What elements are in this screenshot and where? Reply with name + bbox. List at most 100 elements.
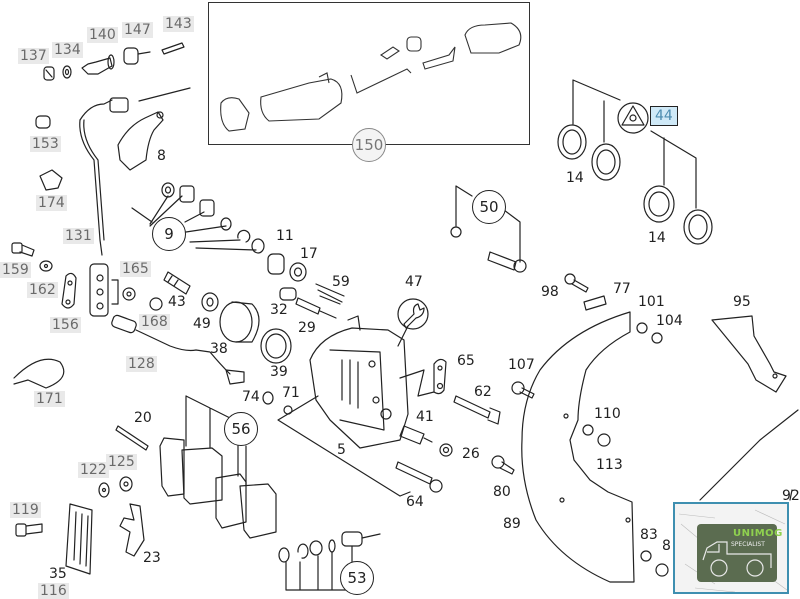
part-label-38[interactable]: 38 [210,341,228,357]
part-label-153[interactable]: 153 [30,136,61,152]
bracket-95 [711,315,787,393]
bolt-set-50 [450,185,527,273]
part-label-62[interactable]: 62 [474,384,492,400]
part-label-43[interactable]: 43 [168,294,186,310]
bracket-8 [117,111,164,171]
part-label-89[interactable]: 89 [503,516,521,532]
part-label-171[interactable]: 171 [34,391,65,407]
part-label-17[interactable]: 17 [300,246,318,262]
part-label-113[interactable]: 113 [596,457,623,473]
dust-cap-44 [617,102,649,134]
part-label-8-right[interactable]: 8 [662,538,671,554]
unimog-badge: UNIMOG SPECIALIST [697,524,782,582]
part-label-128[interactable]: 128 [126,356,157,372]
callout-circle-150[interactable]: 150 [352,128,386,162]
plate-156 [61,272,77,309]
part-label-20[interactable]: 20 [134,410,152,426]
part-label-159[interactable]: 159 [0,262,31,278]
part-label-83[interactable]: 83 [640,527,658,543]
part-label-143[interactable]: 143 [163,16,194,32]
spring-32 [279,287,297,301]
washer-162 [39,260,53,272]
part-label-119[interactable]: 119 [10,502,41,518]
part-label-110[interactable]: 110 [594,406,621,422]
washer-74-71 [262,391,293,415]
pin-20 [115,425,149,451]
bleed-43 [163,271,191,295]
part-label-80[interactable]: 80 [493,484,511,500]
bolt-62 [453,395,501,425]
part-label-174[interactable]: 174 [36,195,67,211]
bolt-107 [511,381,535,399]
part-label-44-highlighted[interactable]: 44 [650,106,678,126]
wrench-symbol-47 [397,298,429,347]
part-label-23[interactable]: 23 [143,550,161,566]
clip-174 [39,169,63,191]
part-label-147[interactable]: 147 [122,22,153,38]
pin-143 [161,42,185,55]
sleeve-153 [35,115,51,129]
part-label-165[interactable]: 165 [120,261,151,277]
splash-shield-89 [521,311,635,583]
part-label-39[interactable]: 39 [270,364,288,380]
part-label-64[interactable]: 64 [406,494,424,510]
connector-kit-box-150 [208,2,530,145]
shield-92 [699,409,799,501]
callout-circle-53[interactable]: 53 [340,561,374,595]
part-label-101[interactable]: 101 [638,294,665,310]
fitting-140 [81,54,115,75]
part-label-14-lower[interactable]: 14 [648,230,666,246]
bush-125 [119,476,133,492]
part-label-59[interactable]: 59 [332,274,350,290]
part-label-47[interactable]: 47 [405,274,423,290]
part-label-95[interactable]: 95 [733,294,751,310]
part-label-162[interactable]: 162 [27,282,58,298]
plate-65 [399,358,447,397]
part-label-137[interactable]: 137 [18,48,49,64]
part-label-125[interactable]: 125 [106,454,137,470]
part-label-32[interactable]: 32 [270,302,288,318]
spring-clip-23 [119,503,145,557]
part-label-35[interactable]: 35 [49,566,67,582]
cable-tie-171 [13,358,65,389]
part-label-104[interactable]: 104 [656,313,683,329]
part-label-49[interactable]: 49 [193,316,211,332]
seals-14 [557,79,713,245]
part-label-131[interactable]: 131 [63,228,94,244]
part-label-41[interactable]: 41 [416,409,434,425]
nut-101-104 [636,322,663,344]
part-label-77[interactable]: 77 [613,281,631,297]
nut-83 [640,550,669,577]
part-label-29[interactable]: 29 [298,320,316,336]
part-label-8[interactable]: 8 [157,148,166,164]
part-label-92[interactable]: 92 [782,488,800,504]
nut-137 [43,66,55,81]
part-label-140[interactable]: 140 [87,27,118,43]
callout-circle-9[interactable]: 9 [152,217,186,251]
part-label-26[interactable]: 26 [462,446,480,462]
cap-147 [123,47,151,65]
part-label-116[interactable]: 116 [38,583,69,599]
part-label-156[interactable]: 156 [50,317,81,333]
bleeder-41 [399,425,433,445]
callout-circle-56[interactable]: 56 [224,412,258,446]
watermark-logo-frame: UNIMOG SPECIALIST [673,502,789,594]
callout-circle-50[interactable]: 50 [472,190,506,224]
nut-26 [439,443,453,457]
part-label-71[interactable]: 71 [282,385,300,401]
bolt-64 [395,461,443,493]
part-label-5[interactable]: 5 [337,442,346,458]
part-label-74[interactable]: 74 [242,389,260,405]
part-label-122[interactable]: 122 [78,462,109,478]
part-label-107[interactable]: 107 [508,357,535,373]
bolt-98 [564,273,589,293]
part-label-65[interactable]: 65 [457,353,475,369]
part-label-134[interactable]: 134 [52,42,83,58]
part-label-98[interactable]: 98 [541,284,559,300]
caliper-body-5 [277,315,411,497]
part-label-168[interactable]: 168 [139,314,170,330]
part-label-11[interactable]: 11 [276,228,294,244]
part-label-14-upper[interactable]: 14 [566,170,584,186]
